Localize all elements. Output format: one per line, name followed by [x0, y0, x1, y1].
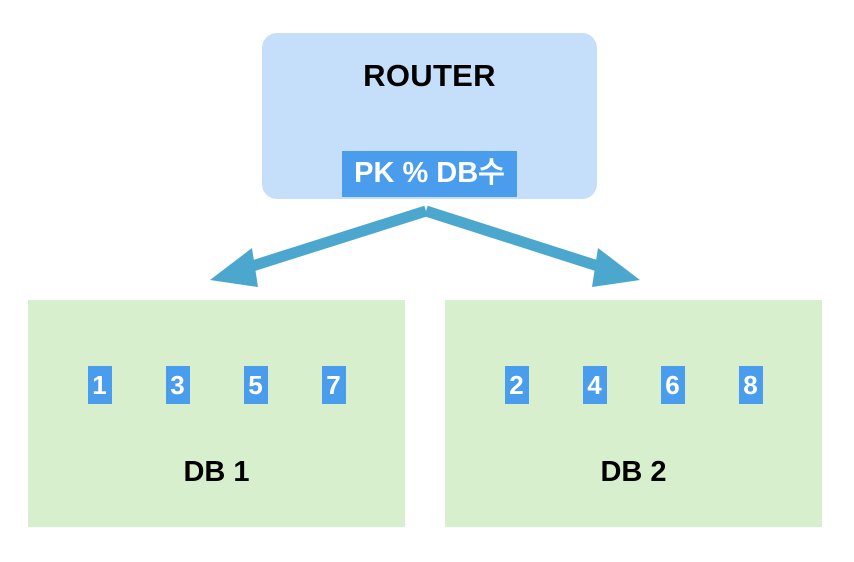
key-badge: 4 [582, 366, 607, 404]
key-badge: 2 [504, 366, 529, 404]
router-formula-badge: PK % DB수 [342, 151, 517, 197]
db1-label: DB 1 [183, 456, 250, 488]
database-node-db1: 1 3 5 7 DB 1 [28, 300, 405, 527]
arrow-to-db2-icon [424, 205, 640, 287]
db1-key-list: 1 3 5 7 [28, 366, 405, 404]
key-badge: 3 [165, 366, 190, 404]
key-badge: 7 [321, 366, 346, 404]
key-badge: 1 [87, 366, 112, 404]
key-badge: 5 [243, 366, 268, 404]
key-badge: 6 [660, 366, 685, 404]
router-node: ROUTER PK % DB수 [262, 33, 597, 199]
db2-key-list: 2 4 6 8 [445, 366, 822, 404]
router-title: ROUTER [363, 58, 496, 93]
db2-label: DB 2 [600, 456, 667, 488]
database-node-db2: 2 4 6 8 DB 2 [445, 300, 822, 527]
arrow-to-db1-icon [210, 205, 428, 287]
key-badge: 8 [738, 366, 763, 404]
router-formula-container: PK % DB수 [262, 151, 597, 197]
